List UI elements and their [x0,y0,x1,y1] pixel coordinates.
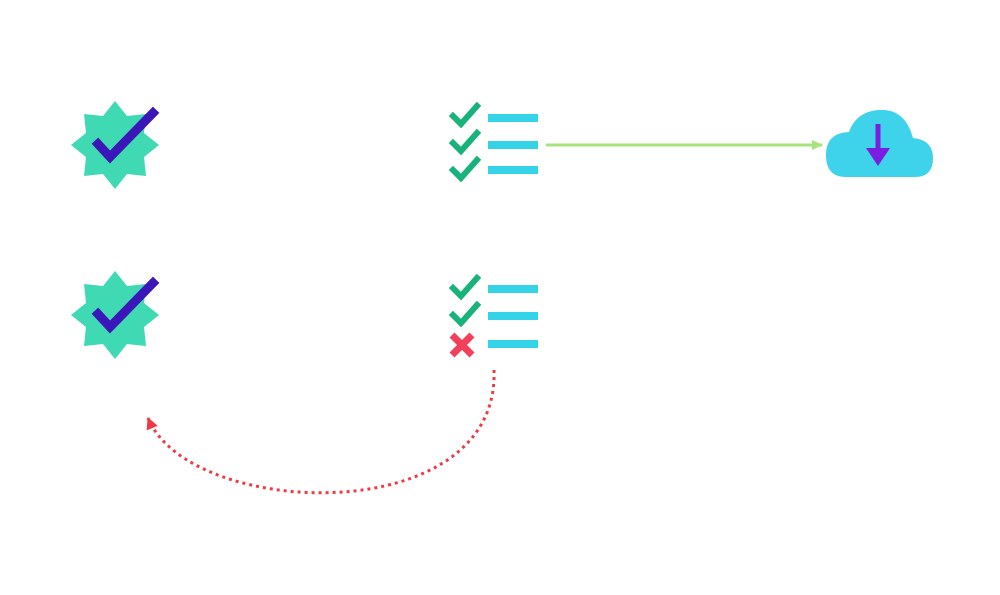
list-line [488,312,538,320]
cross-icon [449,332,475,358]
check-icon [448,101,482,129]
list-line [488,166,538,174]
badge-checkmark [91,276,160,334]
verified-badge-icon [71,101,160,189]
list-line [488,141,538,149]
list-line [488,340,538,348]
badge-checkmark [91,106,160,164]
list-line [488,114,538,122]
list-line [488,285,538,293]
retry-connector [146,369,496,495]
check-icon [448,273,482,301]
cloud-download-icon [826,109,933,177]
check-icon [448,300,482,328]
checklist-with-failure-icon [448,273,538,358]
verified-badge-icon [71,271,160,359]
checklist-all-passed-icon [448,101,538,183]
check-icon [448,155,482,183]
download-arrow-head [866,148,890,166]
check-icon [448,128,482,156]
